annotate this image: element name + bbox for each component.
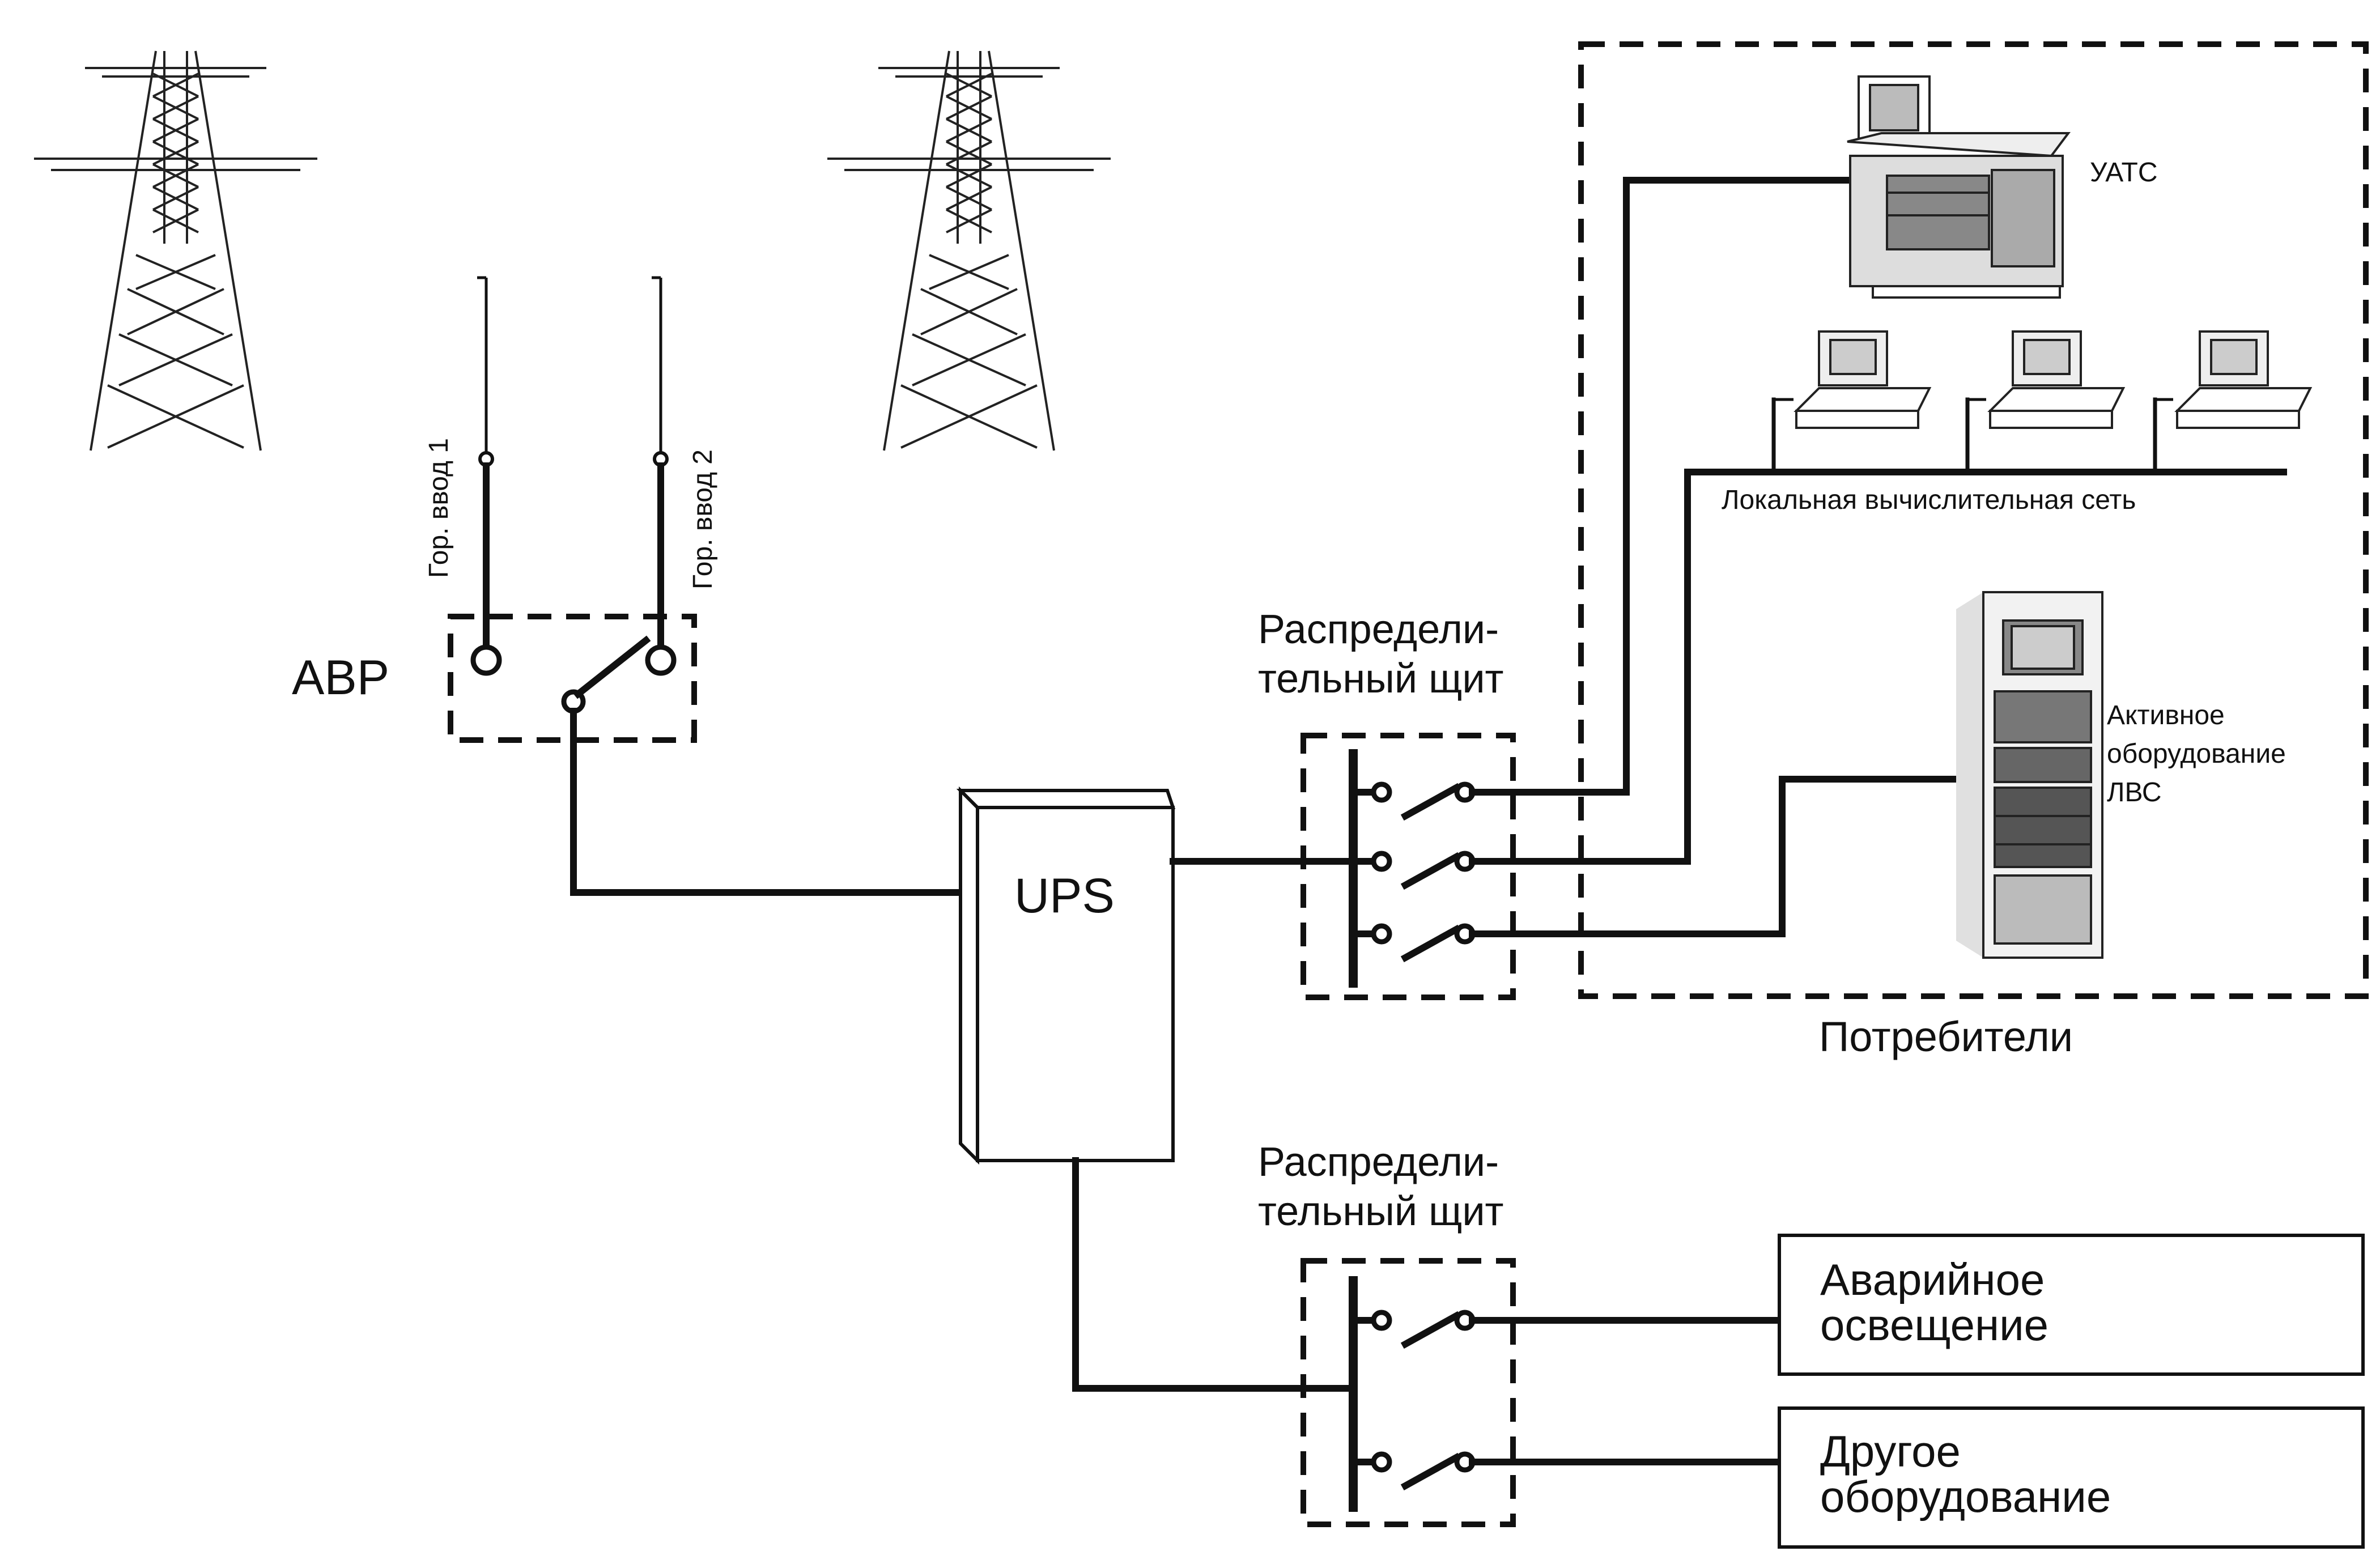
workstation-icon: [1794, 330, 1932, 429]
avr-label: АВР: [292, 651, 389, 705]
pbx-station-icon: [1847, 75, 2071, 299]
input-2-label: Гор. ввод 2: [688, 449, 718, 589]
avr-to-ups-wire: [570, 708, 974, 896]
top-panel-label: тельный щит: [1258, 656, 1504, 702]
workstation-icon: [1987, 330, 2126, 429]
power-pylon-icon: [827, 50, 1111, 451]
ups-label: UPS: [1014, 869, 1115, 923]
bottom-panel-label: тельный щит: [1258, 1189, 1504, 1234]
top-panel-label: Распредели-: [1258, 607, 1499, 652]
bottom-panel-label: Распредели-: [1258, 1140, 1499, 1185]
consumers-label: Потребители: [1819, 1013, 2073, 1060]
power-pylon-icon: [34, 50, 317, 451]
workstation-icon: [2174, 330, 2313, 429]
lan-wire: [1469, 469, 2287, 865]
active-equipment-label: Активное: [2107, 700, 2225, 730]
active-equipment-wire: [1469, 776, 1960, 937]
city-input-1: [477, 276, 494, 649]
active-equipment-label: оборудование: [2107, 739, 2286, 769]
other-equipment-label: оборудование: [1820, 1472, 2111, 1522]
other-equipment-label: Другое: [1820, 1426, 1961, 1476]
avr-box: [448, 614, 697, 743]
emergency-lighting-box: [1778, 1234, 2365, 1376]
network-rack-icon: [1956, 591, 2103, 959]
pbx-wire: [1469, 177, 1854, 796]
ups-to-bottom-panel-wire: [1072, 1157, 1355, 1392]
pbx-label: УАТС: [2090, 158, 2158, 188]
switch-icon: [1350, 781, 1476, 963]
input-1-label: Гор. ввод 1: [424, 438, 454, 578]
emergency-lighting-label: Аварийное: [1820, 1255, 2045, 1304]
lan-label: Локальная вычислительная сеть: [1722, 485, 2136, 515]
other-equipment-box: [1778, 1406, 2365, 1549]
top-panel-box: [1300, 733, 1516, 1000]
switch-icon: [470, 635, 677, 714]
ups-unit: [956, 786, 1176, 1165]
consumers-box: [1578, 41, 2369, 999]
emergency-lighting-label: освещение: [1820, 1300, 2048, 1350]
active-equipment-label: ЛВС: [2107, 777, 2162, 808]
bottom-panel-box: [1300, 1258, 1516, 1527]
